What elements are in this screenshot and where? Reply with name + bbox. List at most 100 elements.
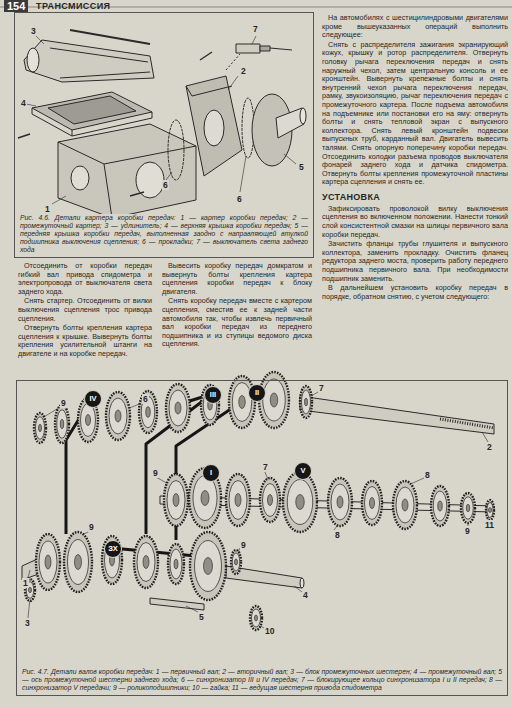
gear-hub xyxy=(337,496,343,508)
callout-number: 7 xyxy=(318,383,325,393)
gear-web xyxy=(487,503,493,518)
gear-web xyxy=(167,481,185,520)
gear-outline xyxy=(300,386,312,418)
callout-number: 7 xyxy=(262,462,269,472)
gear-teeth xyxy=(164,474,188,526)
gearbox-case xyxy=(58,124,196,218)
gear-hub xyxy=(438,501,443,511)
gear-badge: III xyxy=(204,386,222,404)
gear-web xyxy=(232,553,240,571)
gear-number: V xyxy=(300,467,305,475)
figure-caption: Рис. 4.6. Детали картера коробки передач… xyxy=(20,214,308,254)
gear-hub xyxy=(174,559,178,569)
gear-teeth xyxy=(260,478,280,522)
reverse-light-switch xyxy=(226,44,292,70)
gear-teeth xyxy=(134,536,158,588)
gear-hub xyxy=(305,398,308,406)
gear-web xyxy=(229,481,247,520)
gear-web xyxy=(170,549,182,579)
text-column: Вывесить коробку передач домкратом и выв… xyxy=(162,262,312,350)
gear-outline xyxy=(260,478,280,522)
body-text: Вывесить коробку передач домкратом и выв… xyxy=(162,262,312,296)
leader-lines xyxy=(28,392,490,628)
gear-teeth xyxy=(231,550,241,574)
gear-teeth xyxy=(106,392,130,440)
gear-hub xyxy=(146,407,151,418)
gear-teeth xyxy=(55,405,69,443)
gear-hub xyxy=(173,494,179,507)
gear-web xyxy=(57,410,68,439)
callout-number: 6 xyxy=(162,180,169,190)
gear-hub xyxy=(235,494,241,507)
section-heading: УСТАНОВКА xyxy=(322,192,508,202)
gear-teeth xyxy=(229,376,255,428)
gear-hub xyxy=(204,558,213,575)
gear-teeth xyxy=(190,532,226,600)
body-text: Отвернуть болты крепления картера сцепле… xyxy=(18,324,152,358)
gear-web xyxy=(195,541,222,592)
callout-number: 11 xyxy=(484,520,495,530)
gear-web xyxy=(109,398,127,434)
gear-outline xyxy=(106,392,130,440)
gear-teeth xyxy=(139,391,157,433)
gear-web xyxy=(81,404,96,437)
gear-outline xyxy=(362,481,382,525)
gear-badge: V xyxy=(294,462,312,480)
leader-lines xyxy=(26,36,296,204)
gear-outline xyxy=(55,405,69,443)
gear-outline xyxy=(328,478,352,526)
gear-hub xyxy=(115,410,121,422)
gear-teeth xyxy=(283,472,317,532)
gear-teeth xyxy=(328,478,352,526)
gear-badge: IV xyxy=(84,390,102,408)
extension-housing xyxy=(24,30,154,82)
gear-outline xyxy=(431,486,449,526)
gear-outline xyxy=(250,606,262,630)
callout-number: 9 xyxy=(464,526,471,536)
callout-number: 7 xyxy=(252,24,259,34)
gear-teeth xyxy=(166,384,190,432)
gear-outline xyxy=(283,472,317,532)
callout-number: 4 xyxy=(20,98,27,108)
callout-number: 1 xyxy=(22,578,29,588)
gear-teeth xyxy=(393,481,417,529)
body-text: Снять с распределителя зажигания экранир… xyxy=(322,41,508,187)
running-head: ТРАНСМИССИЯ xyxy=(36,1,110,11)
callout-number: 2 xyxy=(486,442,493,452)
gear-teeth xyxy=(300,386,312,418)
gear-web xyxy=(169,390,187,426)
gear-hub xyxy=(29,587,32,593)
gear-web xyxy=(365,487,380,520)
gear-hub xyxy=(143,556,149,569)
gear-outline xyxy=(226,474,250,526)
gear-web xyxy=(463,497,474,520)
gear-teeth xyxy=(102,536,122,584)
gear-outline xyxy=(168,544,184,584)
callout-number: 10 xyxy=(264,626,275,636)
gear-hub xyxy=(39,424,42,432)
gear-outline xyxy=(190,532,226,600)
gear-teeth xyxy=(461,493,475,523)
gear-number: II xyxy=(255,389,259,397)
bolts xyxy=(18,52,212,196)
gear-hub xyxy=(175,402,181,414)
gear-number: III xyxy=(210,391,216,399)
gear-outline xyxy=(229,376,255,428)
callout-number: 8 xyxy=(424,470,431,480)
gear-web xyxy=(137,543,155,582)
gasket xyxy=(168,120,184,180)
callout-number: 9 xyxy=(60,398,67,408)
gear-web xyxy=(36,417,45,440)
callout-number: 2 xyxy=(240,66,247,76)
gear-web xyxy=(287,480,313,525)
gear-teeth xyxy=(168,544,184,584)
gear-hub xyxy=(268,495,273,506)
gear-web xyxy=(39,541,57,583)
gear-web xyxy=(433,491,447,521)
body-text: Снять коробку передач вместе с картером … xyxy=(162,297,312,349)
gear-web xyxy=(396,487,414,523)
gear-outline xyxy=(64,532,92,592)
gear-web xyxy=(252,609,261,627)
reverse-idler-axle xyxy=(150,598,204,610)
gear-outline xyxy=(393,481,417,529)
